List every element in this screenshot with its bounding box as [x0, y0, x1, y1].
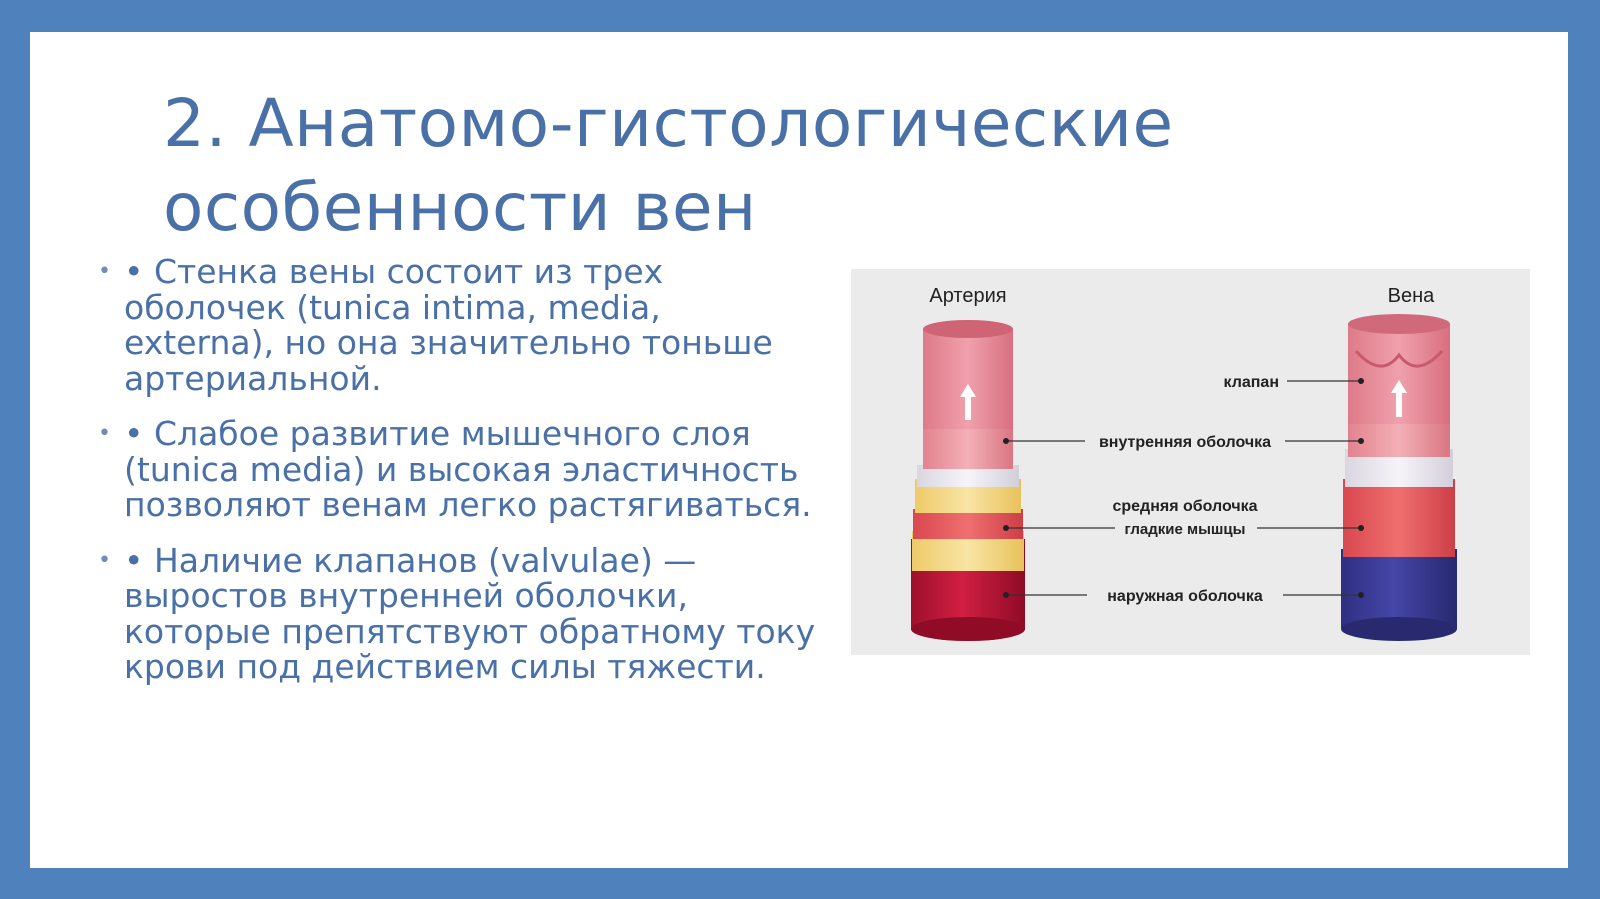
artery-illustration	[911, 320, 1025, 641]
bullet-item: • • Наличие клапанов (valvulae) — вырост…	[98, 540, 818, 686]
bullet-marker: •	[98, 259, 111, 284]
slide-title: 2. Анатомо-гистологические особенности в…	[163, 82, 1463, 250]
bullet-text: • Слабое развитие мышечного слоя (tunica…	[124, 414, 812, 524]
vessel-diagram-svg: Артерия Вена	[911, 285, 1457, 641]
bullet-text: • Стенка вены состоит из трех оболочек (…	[124, 252, 773, 398]
leader-dots	[1003, 378, 1364, 598]
bullet-item: • • Стенка вены состоит из трех оболочек…	[98, 254, 818, 396]
leader-lines	[1006, 380, 1361, 596]
bullet-marker: •	[98, 547, 111, 573]
middle-layer-label: средняя оболочка	[1112, 498, 1257, 515]
slide: 2. Анатомо-гистологические особенности в…	[30, 32, 1568, 868]
vein-illustration	[1341, 314, 1457, 641]
vessel-diagram: Артерия Вена	[851, 269, 1530, 655]
bullet-text: • Наличие клапанов (valvulae) — выростов…	[124, 540, 816, 686]
title-line-1: 2. Анатомо-гистологические	[163, 85, 1174, 162]
vein-label: Вена	[1388, 285, 1436, 307]
bullet-list: • • Стенка вены состоит из трех оболочек…	[98, 254, 818, 705]
outer-layer-label: наружная оболочка	[1107, 588, 1263, 605]
artery-label: Артерия	[929, 285, 1006, 307]
bullet-item: • • Слабое развитие мышечного слоя (tuni…	[98, 416, 818, 523]
smooth-muscle-label: гладкие мышцы	[1125, 521, 1246, 538]
bullet-marker: •	[98, 421, 111, 446]
valve-label: клапан	[1224, 374, 1280, 391]
title-line-2: особенности вен	[163, 169, 757, 246]
inner-layer-label: внутренняя оболочка	[1099, 434, 1271, 451]
